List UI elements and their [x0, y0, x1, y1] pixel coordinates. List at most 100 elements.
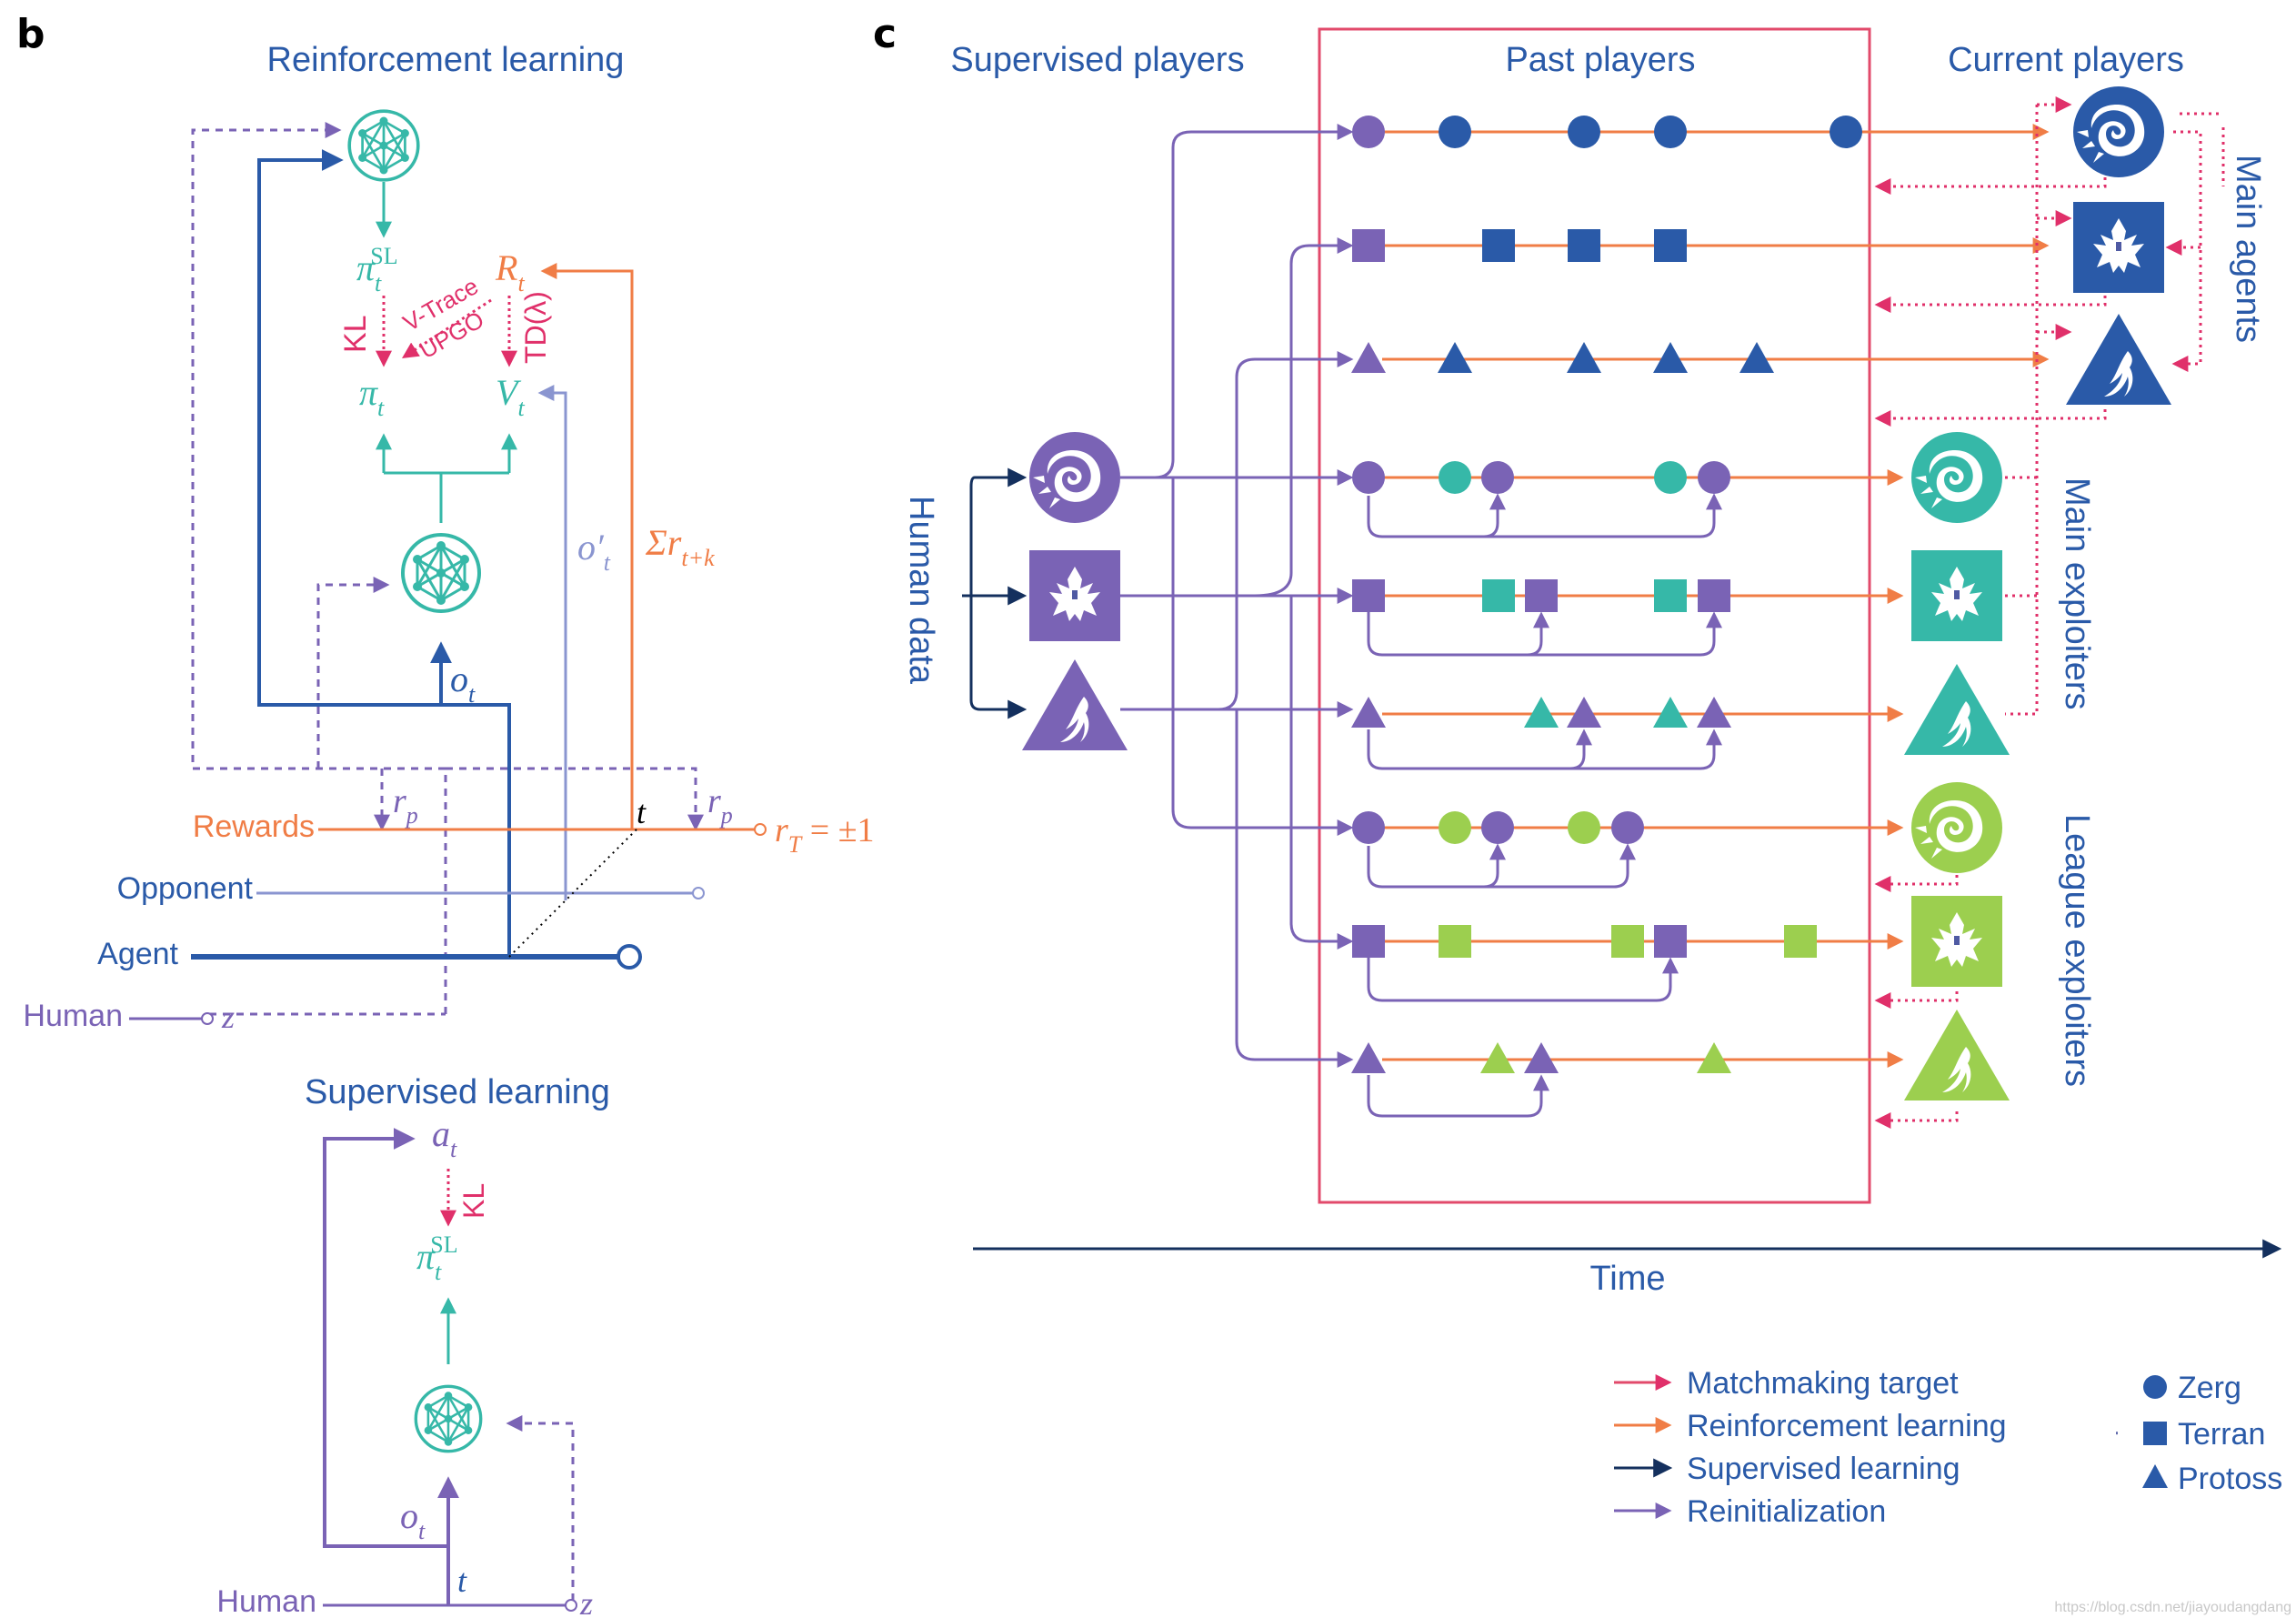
sl-kl-label: KL	[457, 1183, 490, 1219]
legend-rl-label: Reinforcement learning	[1687, 1409, 2007, 1443]
node-blue-circle	[1439, 116, 1471, 148]
human-data-label: Human data	[902, 496, 940, 685]
sl-z-label: z	[579, 1585, 593, 1618]
kl-label: KL	[338, 315, 373, 353]
human-end-node	[201, 1012, 214, 1025]
supervised-terran-icon	[1029, 550, 1120, 641]
sl-human-label: Human	[216, 1584, 316, 1618]
zerg-legend-circle	[2143, 1375, 2167, 1399]
time-label: Time	[1589, 1260, 1665, 1298]
main-exploiter-zerg-icon	[1911, 432, 2002, 523]
row-league-exploiter-zerg	[1352, 811, 1904, 889]
z-dashed-mid-loop	[316, 577, 390, 769]
human-label: Human	[23, 999, 123, 1033]
opponent-label: Opponent	[117, 871, 254, 906]
league-exploiter-terran-icon	[1911, 896, 2002, 987]
sl-pi-label: πtSL	[416, 1231, 458, 1285]
row-main-agent-zerg	[1352, 116, 2050, 148]
o-prime-line	[537, 385, 567, 900]
rl-title: Reinforcement learning	[267, 41, 625, 79]
agent-label: Agent	[97, 937, 178, 971]
node-blue-triangle	[1438, 342, 1472, 373]
sl-o-label: ot	[400, 1495, 426, 1544]
node-blue-square	[1654, 229, 1687, 262]
node-purple-circle	[1352, 116, 1385, 148]
zerg-icon	[2104, 1379, 2125, 1397]
V-label: Vt	[496, 372, 525, 421]
legend-matchmaking-label: Matchmaking target	[1687, 1366, 1959, 1401]
main-agents-label: Main agents	[2229, 155, 2267, 343]
main-agent-terran-icon	[2073, 202, 2164, 293]
panel-b-letter: b	[16, 11, 45, 57]
row-league-exploiter-terran	[1352, 925, 1904, 1002]
legend-sl-label: Supervised learning	[1687, 1452, 1960, 1486]
sl-human-end-node	[565, 1599, 577, 1612]
main-exploiter-protoss-icon	[1904, 664, 2010, 755]
terran-icon	[2109, 1424, 2125, 1442]
o-prime-label: o′t	[577, 527, 611, 576]
rp-left-label: rp	[393, 782, 418, 829]
node-blue-circle	[1654, 116, 1687, 148]
pi-sl-label: πtSL	[356, 243, 398, 296]
pi-label: πt	[359, 372, 385, 421]
node-blue-triangle	[1567, 342, 1601, 373]
main-exploiters-label: Main exploiters	[2058, 477, 2096, 710]
rewards-end-node	[754, 823, 767, 836]
protoss-icon	[2112, 1470, 2121, 1484]
legend: Matchmaking target Reinforcement learnin…	[1614, 1366, 2282, 1529]
rl-network-middle-icon	[401, 533, 481, 613]
legend-terran-label: Terran	[2178, 1417, 2265, 1452]
league-exploiter-protoss-icon	[1904, 1010, 2010, 1100]
rewards-label: Rewards	[193, 809, 315, 844]
agent-end-node	[617, 944, 642, 970]
z-dashed-top-loop	[191, 122, 447, 1014]
protoss-legend-triangle	[2142, 1464, 2168, 1488]
R-label: Rt	[495, 247, 525, 296]
main-agent-zerg-icon	[2073, 86, 2164, 177]
node-blue-square	[1568, 229, 1600, 262]
panel-c-letter: c	[873, 11, 897, 57]
node-purple-square	[1352, 229, 1385, 262]
supervised-protoss-icon	[1022, 659, 1128, 750]
human-data-bracket	[969, 476, 981, 711]
watermark: https://blog.csdn.net/jiayoudangdang	[2054, 1600, 2291, 1615]
sum-r-label: Σrt+k	[645, 522, 715, 571]
reinit-fanout	[1120, 124, 1354, 1068]
terran-legend-square	[2143, 1422, 2167, 1445]
legend-reinit-label: Reinitialization	[1687, 1494, 1886, 1529]
row-main-exploiter-terran	[1352, 579, 1904, 657]
legend-zerg-label: Zerg	[2178, 1371, 2241, 1405]
node-blue-triangle	[1653, 342, 1688, 373]
league-exploiter-zerg-icon	[1911, 782, 2002, 873]
row-main-agent-terran	[1352, 229, 2050, 262]
vtrace-arrow	[401, 298, 492, 358]
a-label: at	[432, 1113, 457, 1162]
td-label: TD(λ)	[519, 291, 552, 364]
node-blue-circle	[1830, 116, 1862, 148]
rp-right-label: rp	[707, 782, 733, 829]
league-exploiters-label: League exploiters	[2058, 814, 2096, 1087]
o-t-label: ot	[450, 658, 476, 708]
rl-network-top-icon	[347, 109, 420, 182]
row-main-exploiter-protoss	[1351, 697, 1904, 770]
z-label: z	[221, 999, 235, 1035]
main-agent-protoss-icon	[2066, 314, 2171, 405]
node-blue-circle	[1568, 116, 1600, 148]
agent-loop-line	[257, 149, 511, 955]
row-league-exploiter-protoss	[1351, 1042, 1904, 1118]
opponent-end-node	[692, 887, 705, 899]
row-main-exploiter-zerg	[1352, 461, 1904, 538]
matchmaking-arrows	[1874, 96, 2225, 1129]
sl-title: Supervised learning	[305, 1073, 610, 1111]
past-players-title: Past players	[1505, 41, 1695, 79]
node-blue-triangle	[1740, 342, 1774, 373]
row-main-agent-protoss	[1351, 342, 2050, 373]
supervised-zerg-icon	[1029, 432, 1120, 523]
rp-right-dashed	[446, 767, 704, 831]
node-purple-triangle	[1351, 342, 1386, 373]
current-players-title: Current players	[1948, 41, 2184, 79]
supervised-players-title: Supervised players	[950, 41, 1244, 79]
node-blue-square	[1482, 229, 1515, 262]
sl-z-dashed	[506, 1415, 575, 1601]
past-players-box	[1318, 27, 1871, 1204]
